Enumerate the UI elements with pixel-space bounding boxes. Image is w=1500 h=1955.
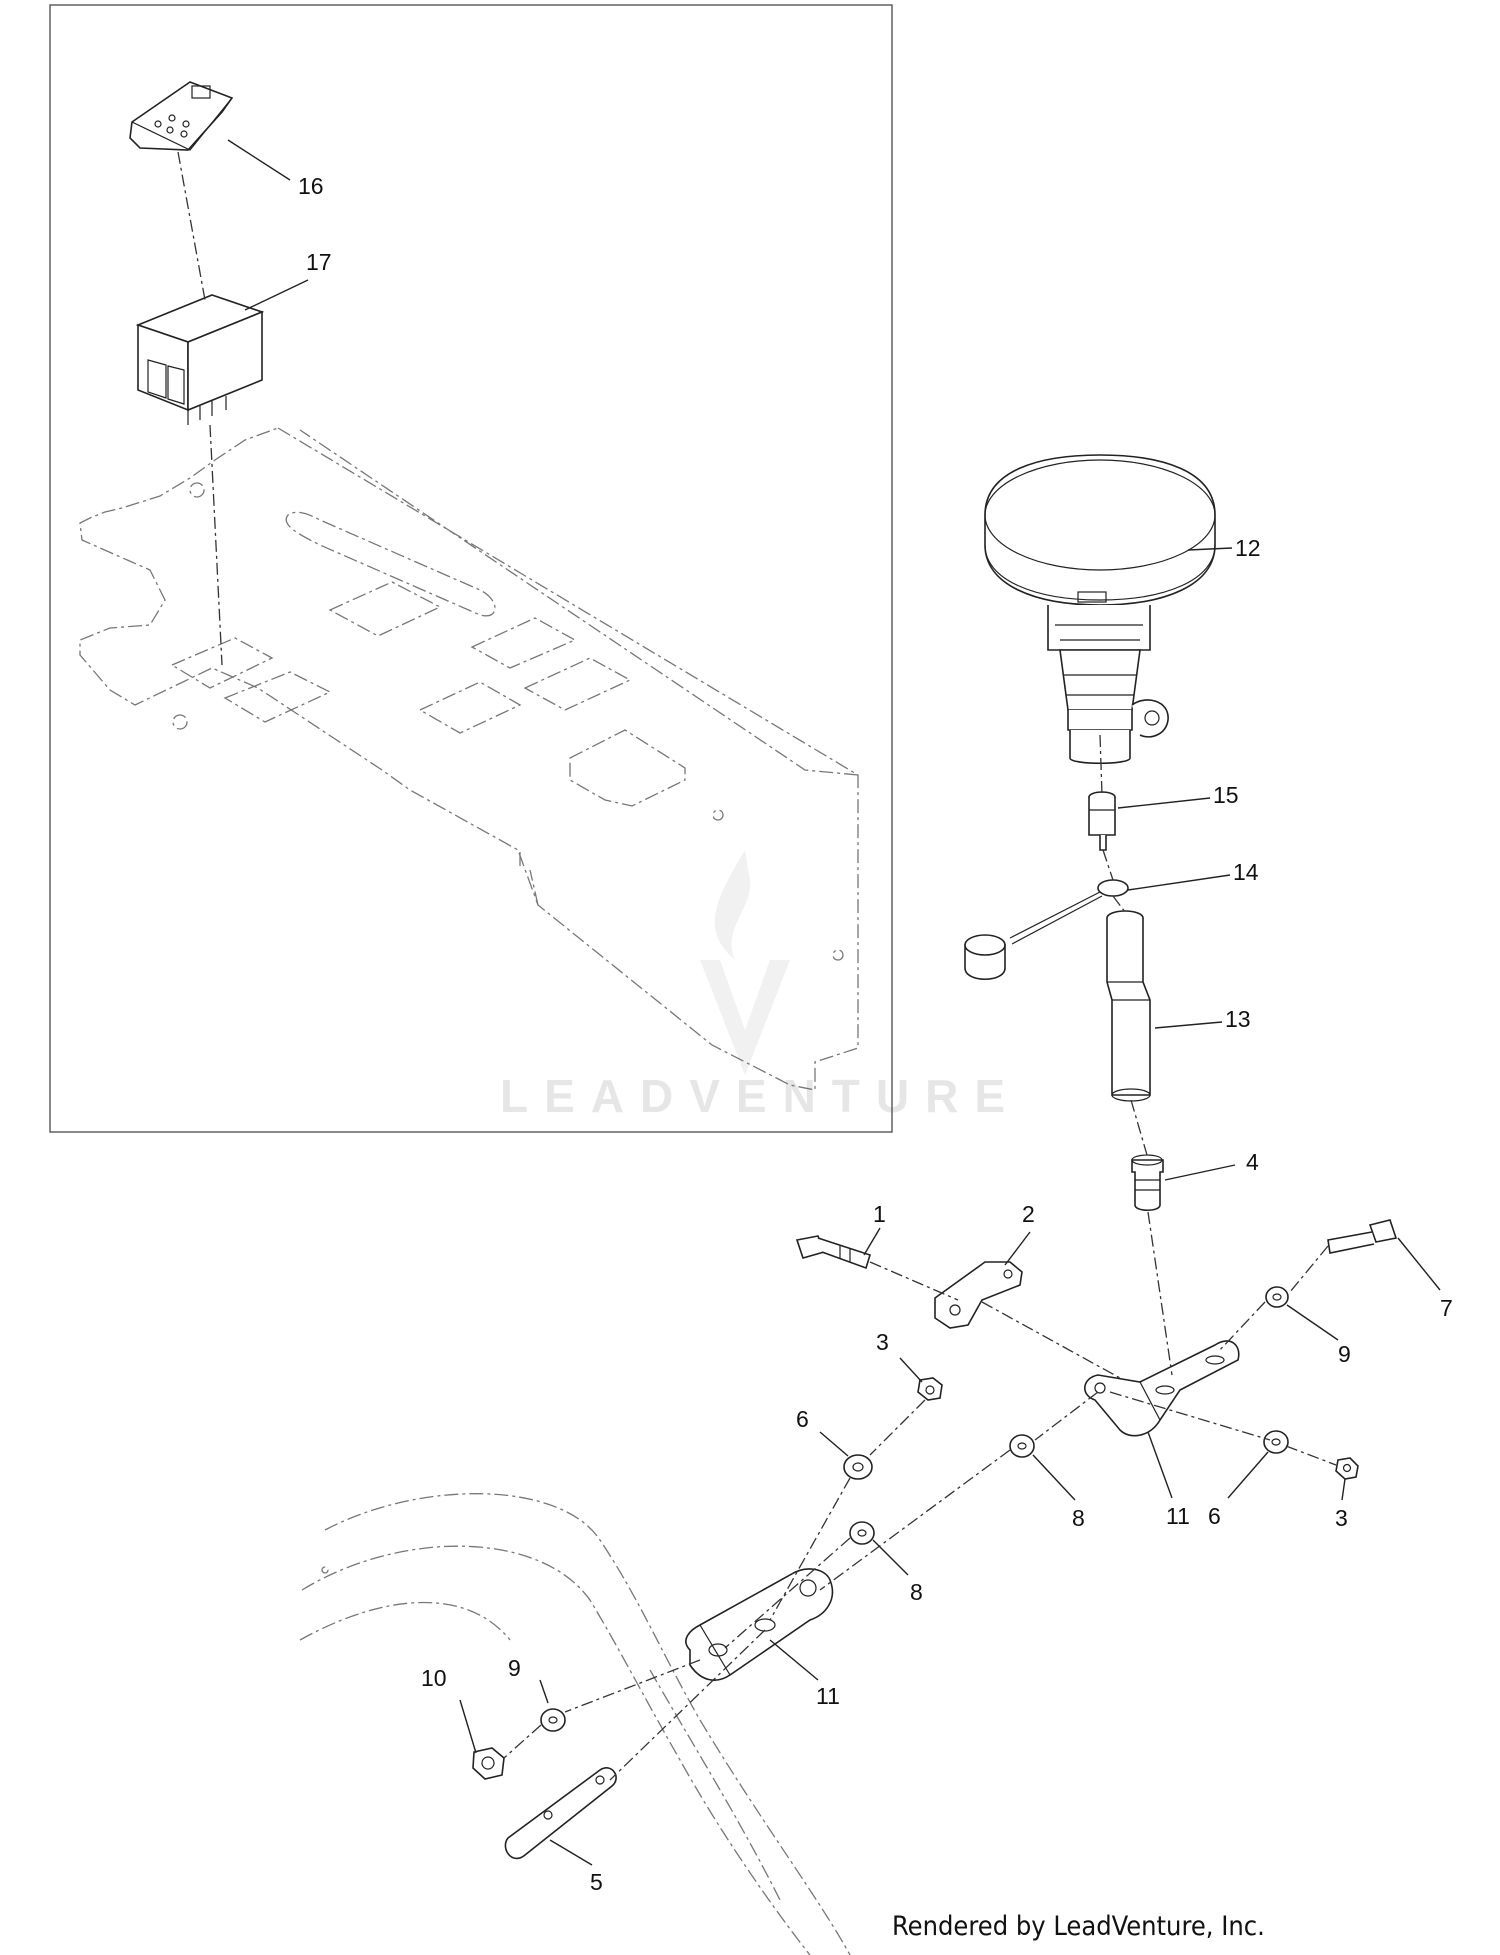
callout-5: 5 (590, 1869, 603, 1895)
callout-11-lower: 11 (816, 1683, 840, 1709)
footer-rendered-by: Rendered by LeadVenture, Inc. (892, 1911, 1265, 1942)
inset-frame (49, 4, 893, 1133)
callout-7: 7 (1440, 1295, 1453, 1321)
fender-phantom (299, 1493, 851, 1955)
part-6-washer-right (1263, 1430, 1289, 1454)
part-17-rocker-switch (135, 294, 265, 425)
part-16-switch-cap (129, 81, 234, 151)
callout-16: 16 (298, 173, 324, 199)
leader-lines (227, 139, 1441, 1866)
part-9-washer-upper (1265, 1286, 1289, 1308)
callout-8-upper: 8 (1072, 1505, 1085, 1531)
callout-labels: 16 17 12 15 14 13 4 1 2 7 9 3 6 8 11 6 3… (298, 173, 1453, 1895)
part-15-socket (1088, 791, 1116, 851)
part-3-nut-right (1335, 1457, 1359, 1480)
callout-3-right: 3 (1335, 1505, 1348, 1531)
part-7-bolt (1327, 1219, 1398, 1254)
watermark-text: LEADVENTURE (500, 1070, 1021, 1122)
part-6-washer-left (843, 1454, 873, 1480)
callout-13: 13 (1225, 1006, 1251, 1032)
part-11-bracket-upper (1084, 1340, 1240, 1437)
callout-6-right: 6 (1208, 1503, 1221, 1529)
part-9-washer-lower (540, 1708, 566, 1732)
callout-12: 12 (1235, 535, 1261, 561)
part-3-nut-upper (917, 1377, 943, 1401)
part-2-clamp (934, 1261, 1023, 1329)
part-4-bushing (1131, 1154, 1164, 1212)
callout-17: 17 (306, 249, 332, 275)
watermark-logo (700, 850, 790, 1075)
callout-2: 2 (1022, 1201, 1035, 1227)
part-5-strap (504, 1767, 617, 1860)
callout-11-upper: 11 (1166, 1503, 1190, 1529)
callout-15: 15 (1213, 782, 1239, 808)
callout-1: 1 (873, 1201, 886, 1227)
part-13-tube (1106, 910, 1151, 1102)
callout-3-upper: 3 (876, 1329, 889, 1355)
callout-10: 10 (421, 1665, 447, 1691)
callout-4: 4 (1246, 1149, 1259, 1175)
part-14-cap-tether (964, 879, 1129, 980)
callout-6-left: 6 (796, 1406, 809, 1432)
part-11-bracket-lower (685, 1568, 834, 1681)
part-8-washer-lower (849, 1521, 875, 1545)
part-12-beacon-light (984, 454, 1216, 764)
callout-8-lower: 8 (910, 1579, 923, 1605)
callout-14: 14 (1233, 859, 1259, 885)
callout-9-upper: 9 (1338, 1341, 1351, 1367)
part-1-bolt (795, 1235, 871, 1270)
callout-9-lower: 9 (508, 1655, 521, 1681)
part-10-lock-nut (472, 1747, 505, 1780)
dash-panel-phantom (79, 427, 859, 1091)
assembly-centerlines (177, 151, 1337, 1781)
part-8-washer-upper (1009, 1434, 1035, 1458)
